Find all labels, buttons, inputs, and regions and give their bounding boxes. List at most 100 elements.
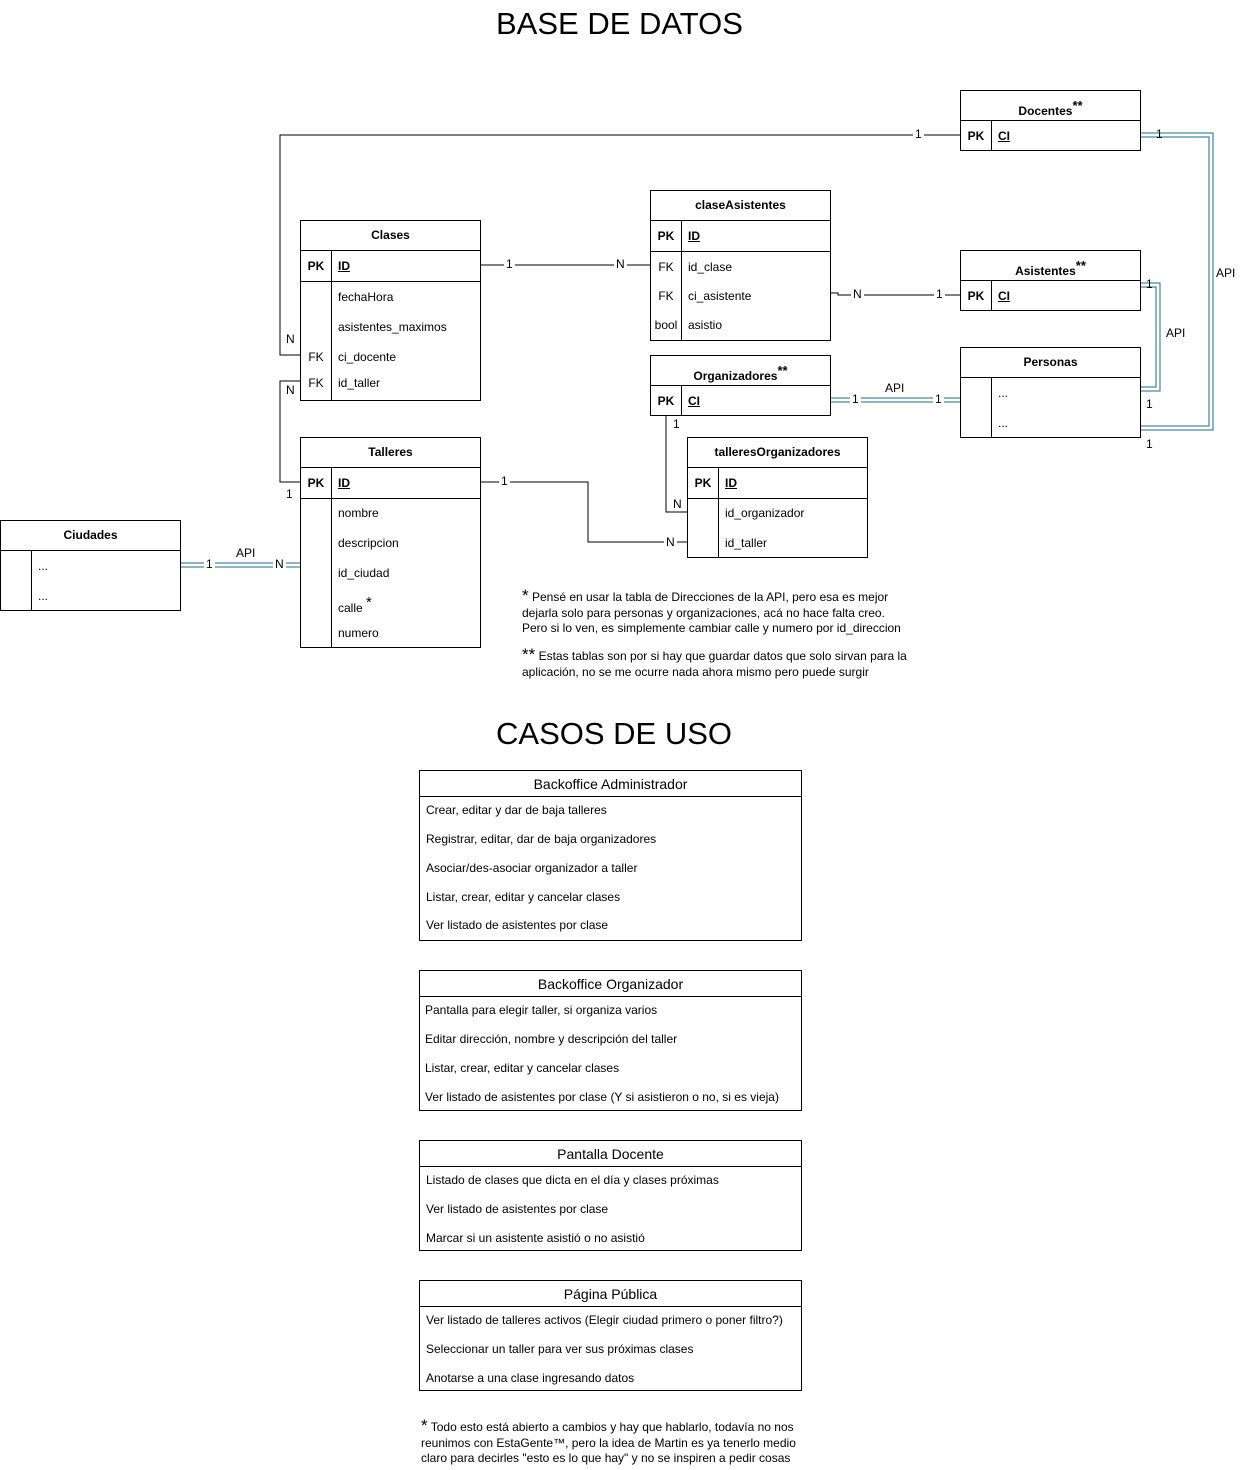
pk-key: PK [657, 229, 675, 243]
card-label: 1 [499, 474, 510, 488]
use-cases-heading: CASOS DE USO [496, 716, 732, 751]
note-cambios: * Todo esto está abierto a cambios y hay… [421, 1416, 796, 1465]
card-label: 1 [1146, 437, 1153, 451]
link-claseasistentes-asistentes [830, 292, 960, 296]
table-clase-asistentes: claseAsistentes PK ID FK id_clase FK ci_… [650, 190, 831, 341]
api-link-asistentes-personas [1140, 282, 1161, 392]
use-case-backoffice-admin: Backoffice Administrador Crear, editar y… [419, 770, 802, 941]
table-title: Docentes** [961, 91, 1140, 121]
row-field: id_taller [725, 536, 768, 550]
row-field: id_clase [688, 260, 733, 274]
pk-key: PK [694, 476, 712, 490]
use-case-item: Marcar si un asistente asistió o no asis… [426, 1231, 645, 1245]
link-docentes-clases [279, 134, 960, 356]
pk-field: ID [338, 259, 350, 273]
use-case-item: Editar dirección, nombre y descripción d… [425, 1032, 678, 1046]
api-label: API [1216, 266, 1236, 280]
pk-field: CI [998, 129, 1010, 143]
row-field: calle * [338, 594, 372, 615]
table-title: Ciudades [1, 521, 180, 551]
row-key: FK [308, 350, 324, 364]
use-case-item: Ver listado de talleres activos (Elegir … [426, 1313, 783, 1327]
use-case-title: Backoffice Administrador [420, 771, 801, 797]
card-label: 1 [504, 257, 515, 271]
use-case-item: Pantalla para elegir taller, si organiza… [425, 1003, 658, 1017]
table-talleres: Talleres PK ID nombre descripcion id_ciu… [300, 437, 481, 648]
pk-field: ID [725, 476, 737, 490]
row-key: FK [658, 260, 674, 274]
row-key: FK [658, 289, 674, 303]
row-field: ... [998, 416, 1009, 430]
use-case-item: Listar, crear, editar y cancelar clases [426, 890, 621, 904]
api-label: API [885, 381, 905, 395]
card-label: 1 [850, 392, 861, 406]
card-label: 1 [1146, 277, 1153, 291]
row-field: id_ciudad [338, 566, 390, 580]
use-case-item: Crear, editar y dar de baja talleres [426, 803, 607, 817]
card-label: N [284, 332, 297, 346]
pk-key: PK [967, 289, 985, 303]
link-talleres-talleresorganizadores [480, 481, 687, 543]
pk-field: ID [688, 229, 700, 243]
use-case-item: Listado de clases que dicta en el día y … [426, 1173, 719, 1187]
row-field: asistio [688, 318, 723, 332]
row-field: ... [38, 559, 49, 573]
card-label: 1 [204, 557, 215, 571]
table-title: talleresOrganizadores [688, 438, 867, 468]
pk-key: PK [967, 129, 985, 143]
use-case-title: Backoffice Organizador [420, 971, 801, 997]
row-key: bool [654, 318, 678, 332]
table-title: Organizadores** [651, 356, 830, 386]
card-label: 1 [913, 127, 924, 141]
row-field: descripcion [338, 536, 399, 550]
use-case-item: Listar, crear, editar y cancelar clases [425, 1061, 620, 1075]
card-label: N [671, 497, 684, 511]
use-case-item: Ver listado de asistentes por clase [426, 1202, 609, 1216]
row-field: numero [338, 626, 379, 640]
link-clases-talleres [279, 380, 300, 483]
pk-key: PK [307, 476, 325, 490]
card-label: N [284, 383, 297, 397]
pk-key: PK [307, 259, 325, 273]
card-label: 1 [934, 287, 945, 301]
api-link-docentes-personas [1140, 132, 1214, 431]
card-label: N [273, 557, 286, 571]
use-case-pantalla-docente: Pantalla Docente Listado de clases que d… [419, 1140, 802, 1251]
use-case-item: Ver listado de asistentes por clase [426, 918, 609, 932]
pk-key: PK [657, 394, 675, 408]
table-title: Asistentes** [961, 251, 1140, 281]
row-field: asistentes_maximos [338, 320, 447, 334]
row-field: nombre [338, 506, 379, 520]
api-label: API [236, 546, 256, 560]
table-docentes: Docentes** PK CI [960, 90, 1141, 151]
note-tablas-locales: ** Estas tablas son por si hay que guard… [522, 645, 907, 679]
api-label: API [1166, 326, 1186, 340]
pk-field: ID [338, 476, 350, 490]
card-label: 1 [1146, 397, 1153, 411]
row-field: id_taller [338, 376, 381, 390]
row-field: id_organizador [725, 506, 805, 520]
card-label: 1 [933, 392, 944, 406]
table-organizadores: Organizadores** PK CI [650, 355, 831, 416]
table-clases: Clases PK ID fechaHora asistentes_maximo… [300, 220, 481, 401]
use-case-item: Seleccionar un taller para ver sus próxi… [426, 1342, 694, 1356]
table-asistentes: Asistentes** PK CI [960, 250, 1141, 311]
card-label: N [664, 535, 677, 549]
card-label: 1 [673, 417, 680, 431]
use-case-title: Pantalla Docente [420, 1141, 801, 1167]
table-talleres-organizadores: talleresOrganizadores PK ID id_organizad… [687, 437, 868, 558]
use-case-item: Registrar, editar, dar de baja organizad… [426, 832, 657, 846]
db-heading: BASE DE DATOS [496, 6, 743, 41]
row-field: fechaHora [338, 290, 394, 304]
table-title: Personas [961, 348, 1140, 378]
use-case-title: Página Pública [420, 1281, 801, 1307]
table-title: Clases [301, 221, 480, 251]
use-case-item: Anotarse a una clase ingresando datos [426, 1371, 635, 1385]
note-direcciones: * Pensé en usar la tabla de Direcciones … [522, 586, 901, 635]
pk-field: CI [998, 289, 1010, 303]
use-case-item: Ver listado de asistentes por clase (Y s… [425, 1090, 779, 1104]
pk-field: CI [688, 394, 700, 408]
use-case-pagina-publica: Página Pública Ver listado de talleres a… [419, 1280, 802, 1391]
link-organizadores-talleresorganizadores [665, 415, 687, 513]
